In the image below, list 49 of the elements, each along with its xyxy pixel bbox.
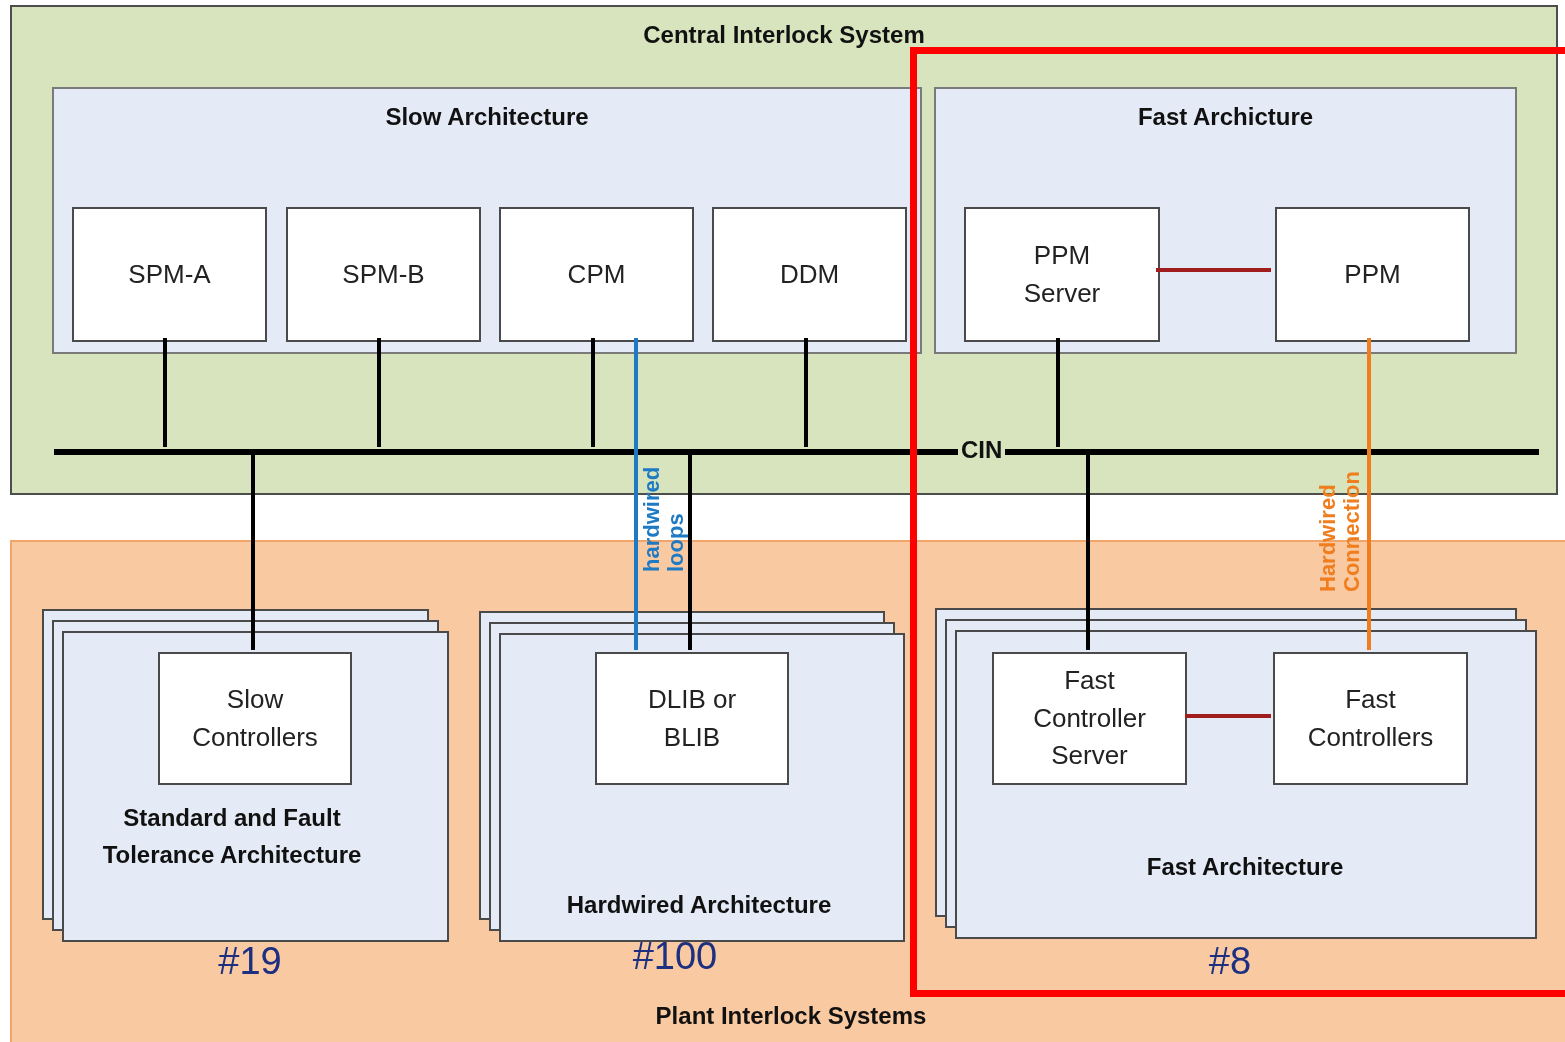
- architecture-panel: [52, 87, 922, 354]
- connector-line: [1185, 714, 1271, 718]
- stacked-card: [935, 608, 1537, 939]
- card-title: Fast Architecture: [1145, 852, 1345, 882]
- count-label: #8: [1207, 940, 1253, 983]
- module-box: [595, 652, 789, 785]
- edge-label: Hardwired Connection: [1316, 470, 1365, 592]
- connector-line: [251, 453, 255, 650]
- stacked-card: [42, 609, 449, 942]
- connector-line: [377, 338, 381, 447]
- count-label: #100: [631, 935, 719, 978]
- module-label: PPM Server: [1022, 238, 1102, 310]
- card-title: Hardwired Architecture: [565, 890, 833, 920]
- module-label: Fast Controller Server: [1032, 663, 1147, 773]
- module-label: SPM-B: [341, 257, 426, 291]
- connector-line: [634, 338, 638, 650]
- module-label: PPM: [1343, 257, 1402, 291]
- panel-title: Slow Architecture: [384, 103, 590, 131]
- module-box: [1273, 652, 1468, 785]
- count-label: #19: [217, 940, 283, 983]
- connector-line: [163, 338, 167, 447]
- module-box: [712, 207, 907, 342]
- module-box: [992, 652, 1187, 785]
- connector-line: [804, 338, 808, 447]
- module-box: [1275, 207, 1470, 342]
- connector-line: [591, 338, 595, 447]
- connector-line: [688, 453, 692, 650]
- stacked-card: [479, 611, 905, 942]
- panel-title: Plant Interlock Systems: [654, 1002, 928, 1030]
- module-label: DDM: [778, 257, 841, 291]
- module-label: DLIB or BLIB: [646, 682, 738, 754]
- module-box: [158, 652, 352, 785]
- panel-title: Central Interlock System: [642, 21, 926, 49]
- module-label: CPM: [566, 257, 627, 291]
- module-label: Slow Controllers: [191, 682, 319, 754]
- architecture-panel: [934, 87, 1517, 354]
- module-label: Fast Controllers: [1306, 682, 1435, 754]
- module-box: [499, 207, 694, 342]
- connector-line: [1086, 453, 1090, 650]
- connector-line: [1367, 338, 1371, 650]
- edge-label: hardwired loops: [640, 465, 688, 572]
- connector-line: [1156, 268, 1271, 272]
- panel-title: Fast Archicture: [1136, 103, 1315, 131]
- module-box: [286, 207, 481, 342]
- connector-line: [1056, 338, 1060, 447]
- module-box: [964, 207, 1160, 342]
- card-title: Standard and Fault Tolerance Architecture: [101, 803, 363, 871]
- module-label: SPM-A: [127, 257, 212, 291]
- module-box: [72, 207, 267, 342]
